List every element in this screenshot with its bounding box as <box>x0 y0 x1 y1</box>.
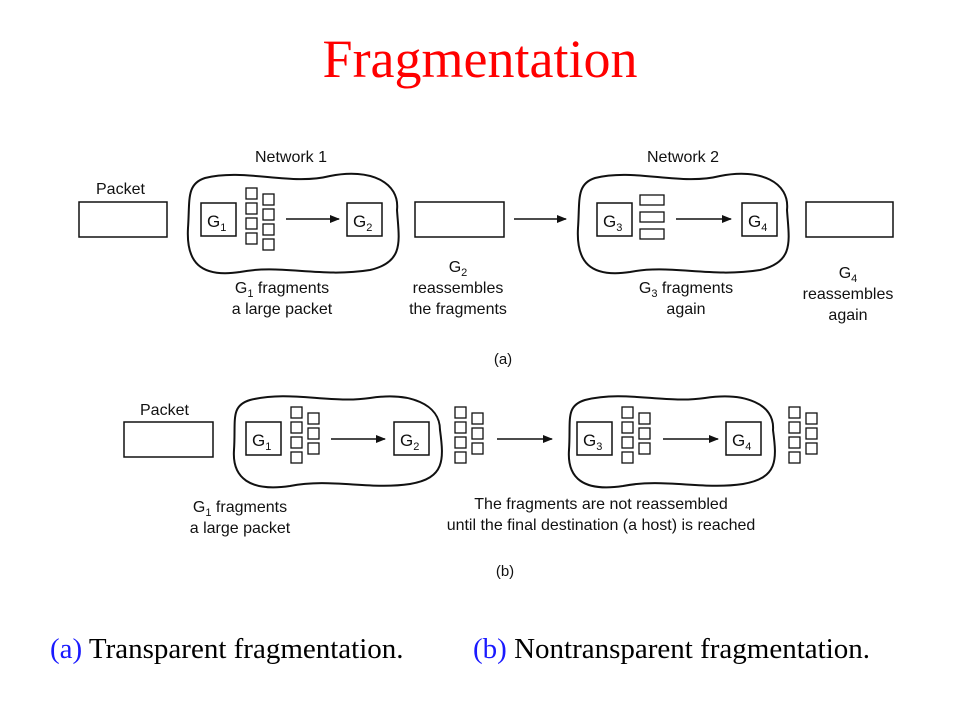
packet-box-between <box>414 201 505 238</box>
gateway-g3-a-box <box>596 202 633 237</box>
network2-label: Network 2 <box>647 149 719 166</box>
part-b: Packet G1 G2 G3 <box>123 395 818 580</box>
sublabel-b: (b) <box>496 563 514 580</box>
gateway-g4-b-box <box>725 421 762 456</box>
gateway-g3-b-box <box>576 421 613 456</box>
note-final-line2: until the final destination (a host) is … <box>447 517 756 534</box>
network1-label: Network 1 <box>255 149 327 166</box>
gateway-g4-b: G4 <box>732 431 751 453</box>
note-g2-line2: reassembles <box>413 280 504 297</box>
note-g3-line1: G3 fragments <box>639 280 733 300</box>
packet-box-b <box>123 421 214 458</box>
fragment-stack-g1-b <box>290 406 320 464</box>
fragment-bars-g3-a <box>639 194 665 240</box>
packet-label-b: Packet <box>140 402 189 419</box>
fragments-in-transit-2 <box>788 406 818 464</box>
network1-cloud-b <box>232 395 443 489</box>
sublabel-a: (a) <box>494 351 512 368</box>
gateway-g1-b-box <box>245 421 282 456</box>
fragment-stack-g1-a <box>245 187 275 251</box>
note-g1-a-line1: G1 fragments <box>235 280 329 300</box>
gateway-g2-b: G2 <box>400 431 419 453</box>
gateway-g1-b: G1 <box>252 431 271 453</box>
fragments-in-transit-1 <box>454 406 484 464</box>
gateway-g3-a: G3 <box>603 212 622 234</box>
caption-a: (a) Transparent fragmentation. <box>50 633 404 666</box>
note-g4-line2: reassembles <box>803 286 894 303</box>
caption-a-tag: (a) <box>50 633 83 665</box>
note-g1-b-line2: a large packet <box>190 520 291 537</box>
note-g4-line1: G4 <box>839 265 858 285</box>
note-g1-a-line2: a large packet <box>232 301 333 318</box>
gateway-g1-a-box <box>200 202 237 237</box>
fragment-stack-g3-b <box>621 406 651 464</box>
gateway-g4-a-box <box>741 202 778 237</box>
gateway-g3-b: G3 <box>583 431 602 453</box>
caption-b-text: Nontransparent fragmentation. <box>514 633 871 665</box>
gateway-g2-a-box <box>346 202 383 237</box>
note-g3-line2: again <box>666 301 705 318</box>
gateway-g2-a: G2 <box>353 212 372 234</box>
gateway-g1-a: G1 <box>207 212 226 234</box>
note-final-line1: The fragments are not reassembled <box>474 496 727 513</box>
note-g2-line1: G2 <box>449 259 468 279</box>
network2-cloud <box>576 172 790 275</box>
note-g1-b-line1: G1 fragments <box>193 499 287 519</box>
caption-b-tag: (b) <box>473 633 507 665</box>
note-g4-line3: again <box>828 307 867 324</box>
gateway-g4-a: G4 <box>748 212 767 234</box>
caption-a-text: Transparent fragmentation. <box>88 633 404 665</box>
packet-box-final-a <box>805 201 894 238</box>
network2-cloud-b <box>567 395 776 489</box>
packet-label-a: Packet <box>96 181 145 198</box>
slide-title: Fragmentation <box>322 29 638 89</box>
caption-b: (b) Nontransparent fragmentation. <box>473 633 870 666</box>
network1-cloud <box>186 172 400 275</box>
part-a: Network 1 Network 2 Packet G1 G2 G3 <box>78 149 894 368</box>
packet-box-a <box>78 201 168 238</box>
gateway-g2-b-box <box>393 421 430 456</box>
note-g2-line3: the fragments <box>409 301 507 318</box>
